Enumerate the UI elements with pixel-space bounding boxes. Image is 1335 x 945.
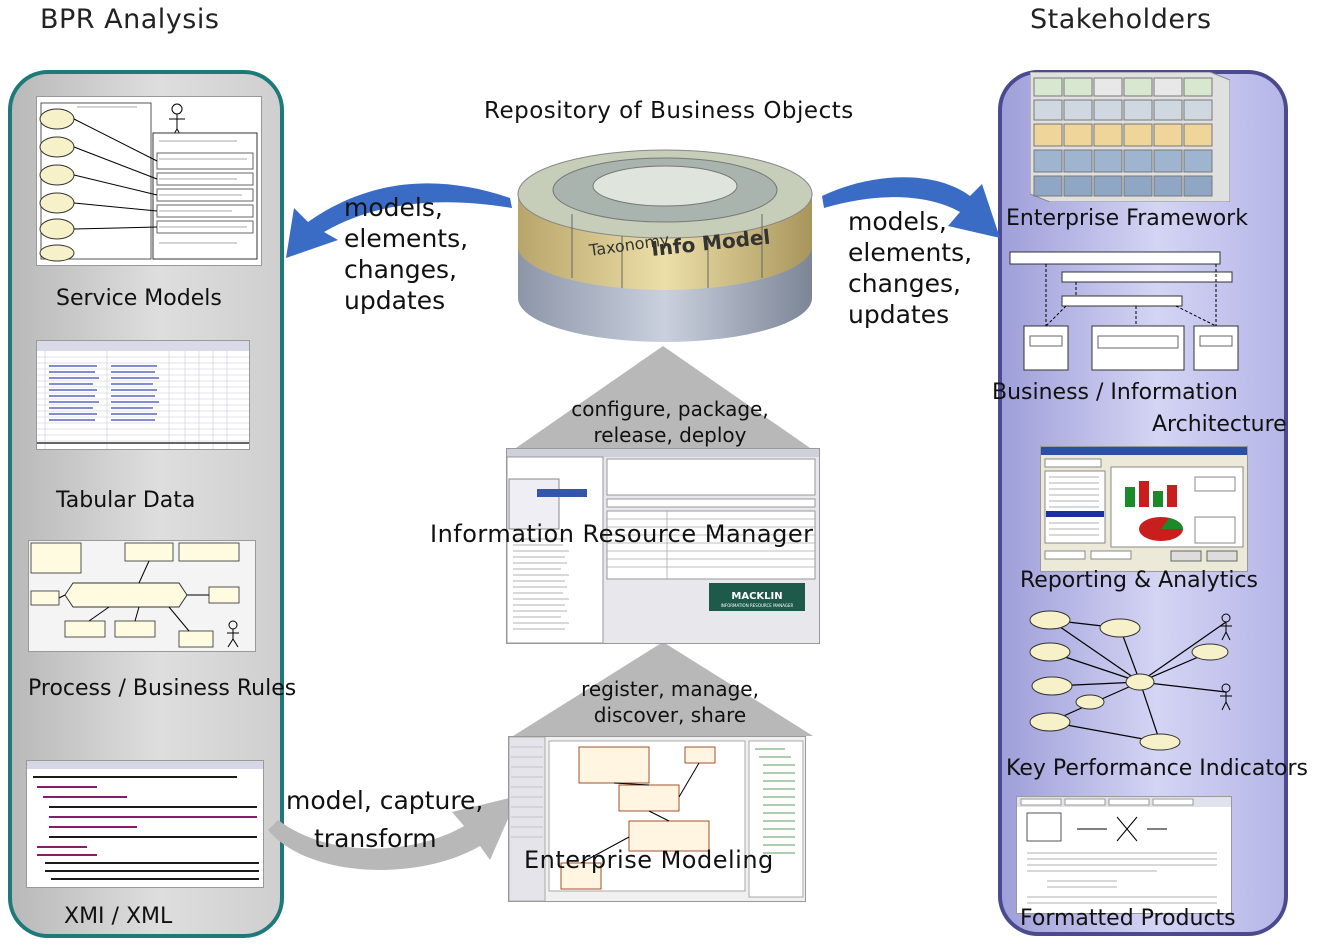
formatted-document-graphic	[1017, 797, 1231, 904]
flow-text-right: models, elements, changes, updates	[848, 206, 972, 330]
flow-left-line-3: changes,	[344, 255, 457, 284]
right-item-kpi: Key Performance Indicators	[1006, 756, 1308, 781]
reporting-analytics-thumbnail	[1040, 446, 1248, 572]
left-item-process-rules: Process / Business Rules	[28, 676, 297, 701]
right-item-formatted-products: Formatted Products	[1020, 906, 1236, 931]
right-item-business-information: Business / Information	[992, 380, 1238, 405]
business-architecture-graphic	[1006, 244, 1246, 374]
arrow-irm-to-repository	[513, 346, 813, 450]
irm-screenshot: MACKLIN INFORMATION RESOURCE MANAGER	[506, 448, 820, 644]
left-item-tabular-data: Tabular Data	[56, 488, 196, 513]
irm-label: Information Resource Manager	[430, 520, 814, 548]
arrow-bpr-to-modeling	[268, 796, 518, 870]
framework-grid-cube	[1029, 71, 1231, 203]
irm-logo-subtext: INFORMATION RESOURCE MANAGER	[721, 603, 794, 608]
left-item-xmi-xml: XMI / XML	[64, 904, 173, 929]
architecture-class-diagram	[1009, 251, 1239, 371]
caption-configure-line-1: configure, package,	[571, 397, 769, 421]
left-item-service-models: Service Models	[56, 286, 222, 311]
service-models-thumbnail	[36, 96, 262, 266]
flow-right-line-1: models,	[848, 207, 947, 236]
service-models-diagram	[39, 102, 258, 262]
caption-register: register, manage, discover, share	[560, 676, 780, 728]
process-rules-thumbnail	[28, 540, 256, 652]
process-diagram	[30, 542, 240, 648]
xml-code-graphic	[27, 761, 263, 880]
repository-title: Repository of Business Objects	[484, 98, 854, 124]
repository-disk: Taxonomy Info Model	[517, 149, 813, 342]
flow-bottom-line-1: model, capture,	[286, 786, 484, 815]
spreadsheet-graphic	[37, 341, 249, 449]
flow-right-line-4: updates	[848, 300, 950, 329]
right-item-enterprise-framework: Enterprise Framework	[1006, 206, 1248, 231]
modeling-window-graphic	[509, 737, 804, 901]
irm-logo-text: MACKLIN	[731, 591, 782, 602]
right-item-reporting-analytics: Reporting & Analytics	[1020, 568, 1258, 593]
left-header: BPR Analysis	[40, 4, 220, 35]
flow-right-line-2: elements,	[848, 238, 973, 267]
report-window-graphic	[1041, 447, 1247, 562]
formatted-products-thumbnail	[1016, 796, 1232, 914]
arrow-modeling-to-irm	[513, 642, 813, 736]
caption-configure: configure, package, release, deploy	[560, 396, 780, 448]
caption-register-line-2: discover, share	[593, 703, 747, 727]
caption-configure-line-2: release, deploy	[593, 423, 747, 447]
enterprise-modeling-label: Enterprise Modeling	[524, 846, 774, 874]
kpi-network-diagram	[1029, 610, 1232, 751]
kpi-graphic	[1020, 602, 1250, 752]
flow-bottom-line-2: transform	[314, 824, 437, 853]
flow-left-line-1: models,	[344, 193, 443, 222]
enterprise-framework-graphic	[1029, 71, 1231, 203]
caption-register-line-1: register, manage,	[581, 677, 759, 701]
flow-right-line-3: changes,	[848, 269, 961, 298]
flow-text-left: models, elements, changes, updates	[344, 192, 468, 316]
flow-left-line-4: updates	[344, 286, 446, 315]
xmi-xml-thumbnail	[26, 760, 264, 888]
flow-text-bottom: model, capture, transform	[286, 782, 483, 858]
enterprise-modeling-screenshot	[508, 736, 806, 902]
flow-left-line-2: elements,	[344, 224, 469, 253]
right-header: Stakeholders	[1030, 4, 1212, 35]
arrow-repository-to-stakeholders	[822, 177, 1000, 238]
right-item-architecture: Architecture	[1152, 412, 1287, 437]
irm-window-graphic: MACKLIN INFORMATION RESOURCE MANAGER	[507, 449, 819, 643]
arrow-repository-to-bpr	[286, 183, 512, 258]
tabular-data-thumbnail	[36, 340, 250, 450]
